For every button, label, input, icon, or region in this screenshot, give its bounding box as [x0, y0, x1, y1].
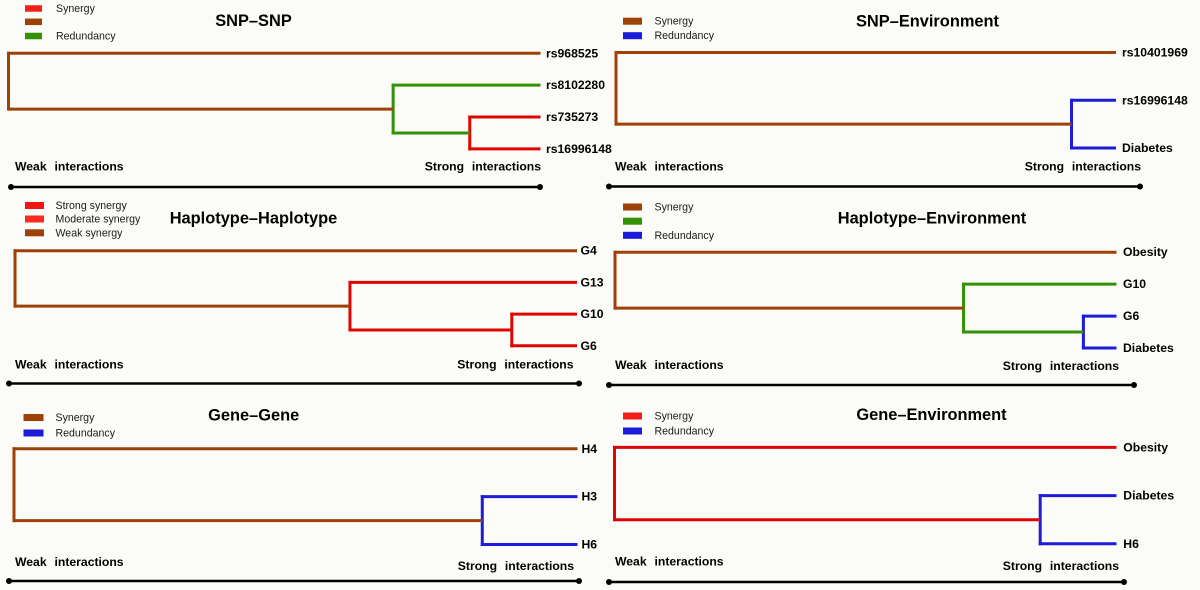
legend-swatch — [23, 429, 44, 437]
legend-swatch — [25, 5, 42, 12]
axis-label-weak: Weak interactions — [615, 160, 724, 174]
scale-bar-endpoint-right — [1121, 579, 1127, 585]
axis-label-weak: Weak interactions — [615, 358, 724, 372]
scale-bar-endpoint-right — [1131, 382, 1137, 388]
leaf-label: G10 — [581, 307, 604, 321]
legend-swatch — [23, 414, 44, 421]
leaf-label: Diabetes — [1123, 489, 1174, 503]
leaf-label: G4 — [581, 244, 597, 258]
scale-bar-endpoint-left — [6, 578, 12, 584]
legend-label: Strong synergy — [56, 200, 128, 212]
panel-title: Gene–Gene — [208, 407, 299, 425]
leaf-label: rs16996148 — [1122, 93, 1188, 107]
axis-label-weak: Weak interactions — [15, 555, 124, 569]
legend-swatch — [25, 32, 42, 40]
scale-bar-endpoint-right — [1137, 183, 1143, 190]
leaf-label: Diabetes — [1123, 341, 1174, 355]
axis-label-strong: Strong interactions — [457, 357, 573, 371]
legend-label: Synergy — [56, 412, 96, 424]
panel-title: Haplotype–Environment — [838, 210, 1027, 228]
axis-label-weak: Weak interactions — [15, 160, 124, 174]
legend-label: Weak synergy — [56, 227, 124, 239]
leaf-label: Obesity — [1123, 245, 1168, 259]
legend-label: Redundancy — [655, 30, 715, 42]
leaf-label: rs968525 — [546, 46, 598, 60]
dendrogram-panel: Gene–Environment SynergyRedundancyObesity… — [606, 406, 1174, 585]
scale-bar-endpoint-left — [606, 382, 612, 388]
axis-label-strong: Strong interactions — [1003, 359, 1119, 373]
scale-bar-endpoint-left — [8, 184, 14, 190]
scale-bar-endpoint-right — [537, 184, 543, 190]
leaf-label: G13 — [581, 275, 604, 289]
leaf-label: rs735273 — [546, 110, 598, 124]
leaf-label: H6 — [1123, 537, 1139, 551]
axis-label-strong: Strong interactions — [458, 559, 574, 573]
axis-label-weak: Weak interactions — [615, 555, 724, 569]
panel-title: SNP–SNP — [215, 12, 292, 30]
legend-swatch — [623, 203, 642, 211]
legend-label: Redundancy — [655, 230, 715, 242]
leaf-label: G6 — [1123, 309, 1139, 323]
panel-title: Haplotype–Haplotype — [170, 210, 338, 228]
leaf-label: Diabetes — [1122, 141, 1173, 155]
panel-title: Gene–Environment — [856, 406, 1007, 424]
leaf-label: H4 — [582, 442, 598, 456]
legend-swatch — [25, 229, 44, 237]
axis-label-strong: Strong interactions — [1025, 160, 1141, 174]
leaf-label: Obesity — [1123, 440, 1168, 454]
panel-title: SNP–Environment — [856, 13, 1000, 31]
leaf-label: H3 — [582, 490, 598, 504]
axis-label-strong: Strong interactions — [425, 160, 541, 174]
legend-label: Redundancy — [56, 31, 116, 43]
legend-label: Synergy — [655, 16, 695, 28]
dendrogram-panel: Haplotype–Haplotype Strong synergyModerat… — [6, 200, 604, 387]
legend-swatch — [623, 17, 642, 25]
legend-label: Synergy — [655, 411, 695, 423]
legend-swatch — [623, 231, 642, 239]
legend-label: Synergy — [655, 202, 695, 214]
scale-bar-endpoint-right — [576, 578, 582, 584]
scale-bar-endpoint-left — [6, 380, 12, 387]
legend-label: Redundancy — [655, 426, 715, 438]
leaf-label: G6 — [581, 339, 597, 353]
legend-swatch — [623, 427, 642, 435]
axis-label-strong: Strong interactions — [1003, 559, 1119, 573]
legend-label: Redundancy — [56, 428, 116, 440]
legend-label: Synergy — [56, 3, 96, 15]
legend-swatch — [623, 217, 642, 225]
scale-bar-endpoint-right — [576, 380, 582, 387]
leaf-label: G10 — [1123, 277, 1146, 291]
leaf-label: rs10401969 — [1122, 46, 1188, 60]
legend-swatch — [623, 412, 642, 420]
dendrogram-panel: Haplotype–Environment SynergyRedundancyOb… — [606, 202, 1174, 388]
legend-swatch — [623, 32, 642, 40]
legend-swatch — [25, 202, 44, 209]
legend-swatch — [25, 18, 42, 26]
axis-label-weak: Weak interactions — [15, 357, 124, 371]
leaf-label: rs8102280 — [546, 78, 605, 92]
scale-bar-endpoint-left — [606, 579, 612, 585]
scale-bar-endpoint-left — [606, 183, 612, 190]
legend-label: Moderate synergy — [56, 214, 141, 226]
leaf-label: H6 — [582, 538, 598, 552]
leaf-label: rs16996148 — [546, 142, 612, 156]
legend-swatch — [25, 215, 44, 223]
